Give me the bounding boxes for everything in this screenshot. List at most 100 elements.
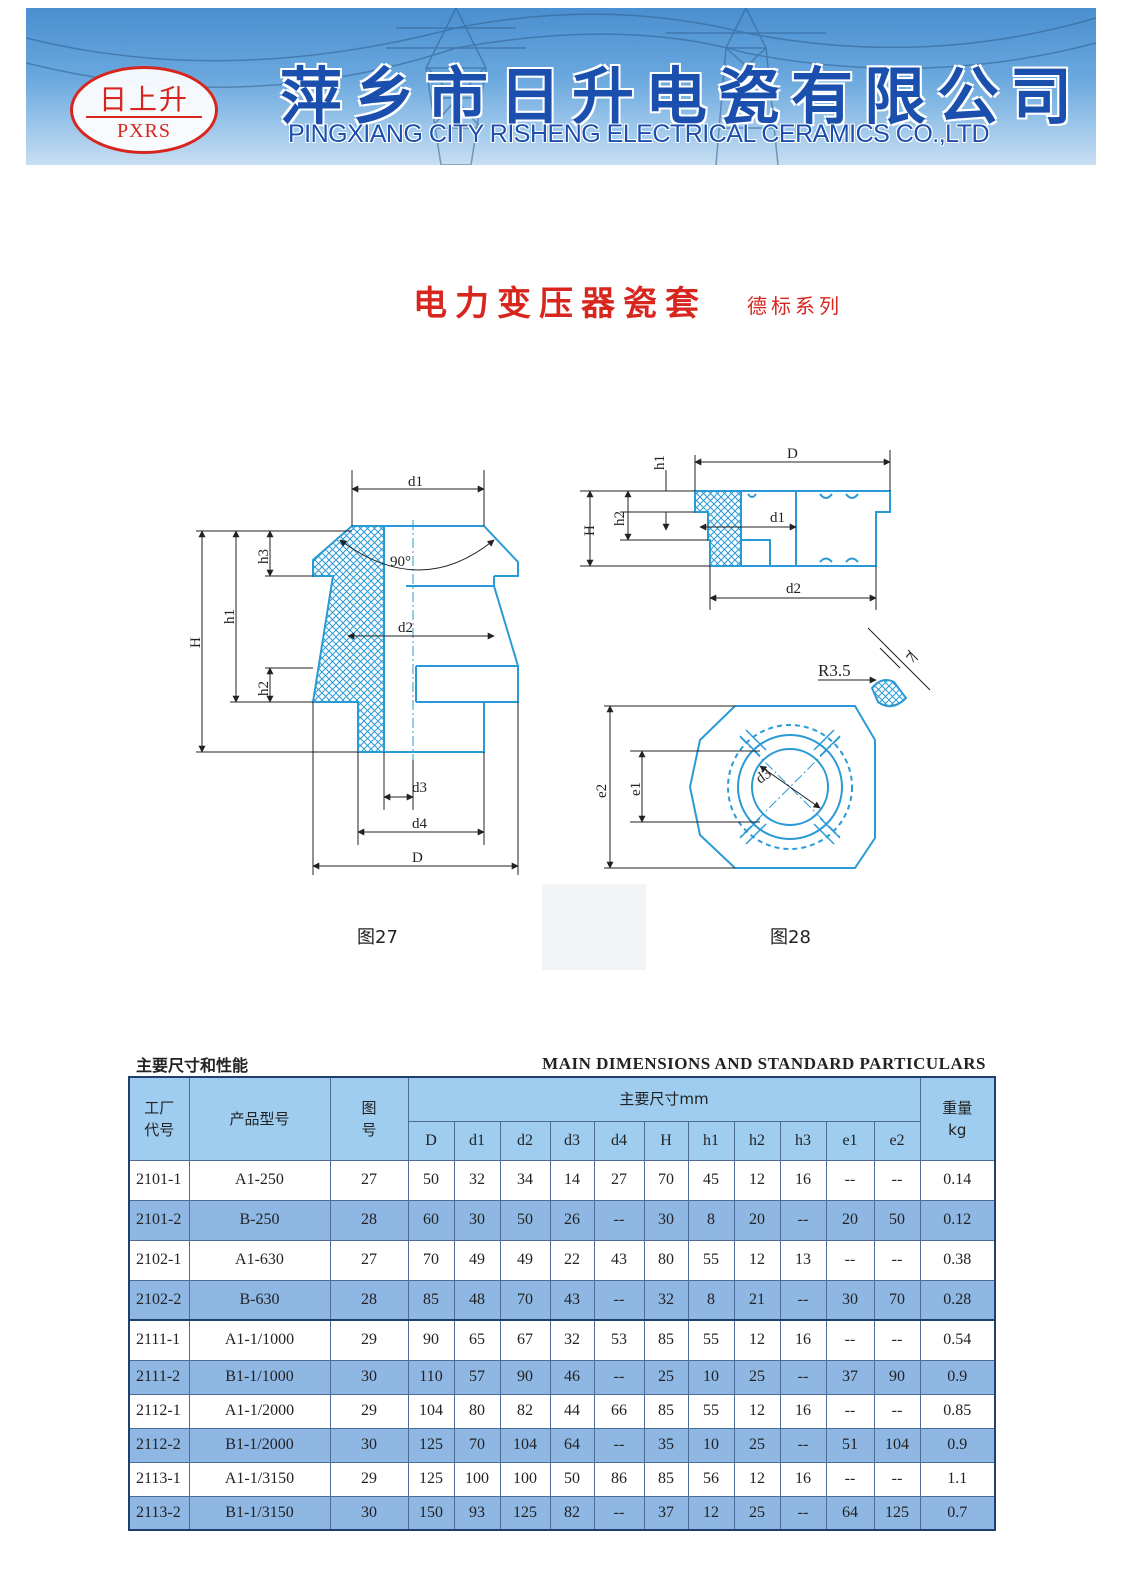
table-cell: 30 xyxy=(643,1199,689,1241)
table-cell: 0.85 xyxy=(919,1393,996,1429)
table-cell: 32 xyxy=(549,1319,595,1361)
table-cell: 125 xyxy=(873,1495,921,1531)
header-dim-d: D xyxy=(407,1120,455,1161)
cell-model: B-630 xyxy=(188,1279,331,1321)
table-cell: 0.9 xyxy=(919,1359,996,1395)
table-cell: 82 xyxy=(499,1393,551,1429)
fig28-label-h2: h2 xyxy=(612,511,628,526)
header-dim-d3: d3 xyxy=(549,1120,595,1161)
table-cell: 64 xyxy=(825,1495,875,1531)
fig28-label-d2: d2 xyxy=(786,581,801,597)
cell-model: A1-250 xyxy=(188,1159,331,1201)
page-title: 电力变压器瓷套 xyxy=(413,284,707,324)
table-cell: 55 xyxy=(687,1393,735,1429)
table-cell: -- xyxy=(779,1199,827,1241)
table-cell: 85 xyxy=(643,1393,689,1429)
table-cell: 10 xyxy=(687,1359,735,1395)
table-cell: 10 xyxy=(687,1427,735,1463)
table-cell: -- xyxy=(825,1461,875,1497)
cell-model: A1-1/1000 xyxy=(188,1319,331,1361)
table-cell: 0.12 xyxy=(919,1199,996,1241)
cell-factory-code: 2112-1 xyxy=(128,1393,190,1429)
table-cell: 70 xyxy=(873,1279,921,1321)
cell-factory-code: 2102-1 xyxy=(128,1239,190,1281)
fig28-radius-detail xyxy=(870,679,908,708)
fig28-label-d1: d1 xyxy=(770,510,785,526)
table-cell: 100 xyxy=(499,1461,551,1497)
table-cell: 90 xyxy=(873,1359,921,1395)
table-cell: 35 xyxy=(643,1427,689,1463)
table-cell: 49 xyxy=(453,1239,501,1281)
header-dim-h2: h2 xyxy=(733,1120,781,1161)
header-dim-h3: h3 xyxy=(779,1120,827,1161)
table-cell: 0.9 xyxy=(919,1427,996,1463)
cell-factory-code: 2101-2 xyxy=(128,1199,190,1241)
company-name-chinese: 萍乡市日升电瓷有限公司 xyxy=(280,60,1084,133)
cell-figure: 30 xyxy=(329,1427,409,1463)
table-cell: -- xyxy=(593,1279,645,1321)
table-cell: 70 xyxy=(407,1239,455,1281)
table-cell: 51 xyxy=(825,1427,875,1463)
power-tower-background xyxy=(26,8,1096,165)
table-cell: 110 xyxy=(407,1359,455,1395)
table-cell: 70 xyxy=(453,1427,501,1463)
table-cell: 50 xyxy=(873,1199,921,1241)
fig28-label-seven: 7 xyxy=(904,650,921,667)
table-cell: -- xyxy=(779,1427,827,1463)
cell-figure: 28 xyxy=(329,1199,409,1241)
technical-drawings: d1 90° d2 d3 d4 D H h1 h3 h2 xyxy=(188,446,931,970)
table-cell: 104 xyxy=(499,1427,551,1463)
table-cell: 12 xyxy=(687,1495,735,1531)
table-cell: -- xyxy=(873,1319,921,1361)
header-dim-e1: e1 xyxy=(825,1120,875,1161)
table-cell: 26 xyxy=(549,1199,595,1241)
fig28-label-D: D xyxy=(787,446,798,462)
fig27-label-h1: h1 xyxy=(222,609,238,624)
cell-figure: 28 xyxy=(329,1279,409,1321)
header-dim-h1: h1 xyxy=(687,1120,735,1161)
header-figure-no-line1: 图 xyxy=(361,1098,377,1117)
table-cell: -- xyxy=(873,1461,921,1497)
cell-factory-code: 2113-2 xyxy=(128,1495,190,1531)
cell-figure: 29 xyxy=(329,1319,409,1361)
company-name-english: PINGXIANG CITY RISHENG ELECTRICAL CERAMI… xyxy=(288,120,990,148)
table-cell: 125 xyxy=(407,1427,455,1463)
table-cell: 82 xyxy=(549,1495,595,1531)
table-cell: -- xyxy=(873,1393,921,1429)
figure-27-drawing: d1 90° d2 d3 d4 D H h1 h3 h2 xyxy=(188,470,519,875)
table-cell: 43 xyxy=(593,1239,645,1281)
table-cell: 50 xyxy=(499,1199,551,1241)
fig27-label-h2: h2 xyxy=(256,681,272,696)
cell-figure: 29 xyxy=(329,1393,409,1429)
table-cell: 37 xyxy=(825,1359,875,1395)
header-dim-d4: d4 xyxy=(593,1120,645,1161)
logo-chinese-text: 日上升 xyxy=(98,83,189,116)
table-cell: 85 xyxy=(643,1461,689,1497)
table-cell: 44 xyxy=(549,1393,595,1429)
table-cell: 16 xyxy=(779,1319,827,1361)
table-cell: 25 xyxy=(733,1495,781,1531)
table-cell: 12 xyxy=(733,1461,781,1497)
cell-model: B1-1/1000 xyxy=(188,1359,331,1395)
table-cell: 66 xyxy=(593,1393,645,1429)
table-cell: 16 xyxy=(779,1461,827,1497)
table-cell: 0.28 xyxy=(919,1279,996,1321)
header-dim-e2: e2 xyxy=(873,1120,921,1161)
table-cell: 27 xyxy=(593,1159,645,1201)
cell-model: A1-1/3150 xyxy=(188,1461,331,1497)
table-cell: 86 xyxy=(593,1461,645,1497)
table-cell: 12 xyxy=(733,1393,781,1429)
cell-model: B-250 xyxy=(188,1199,331,1241)
fig27-label-d1: d1 xyxy=(408,474,423,490)
table-cell: 32 xyxy=(643,1279,689,1321)
table-cell: 14 xyxy=(549,1159,595,1201)
table-cell: -- xyxy=(593,1495,645,1531)
figure-28-plan: e2 e1 d3 R3.5 7 xyxy=(594,627,931,869)
table-cell: 0.7 xyxy=(919,1495,996,1531)
